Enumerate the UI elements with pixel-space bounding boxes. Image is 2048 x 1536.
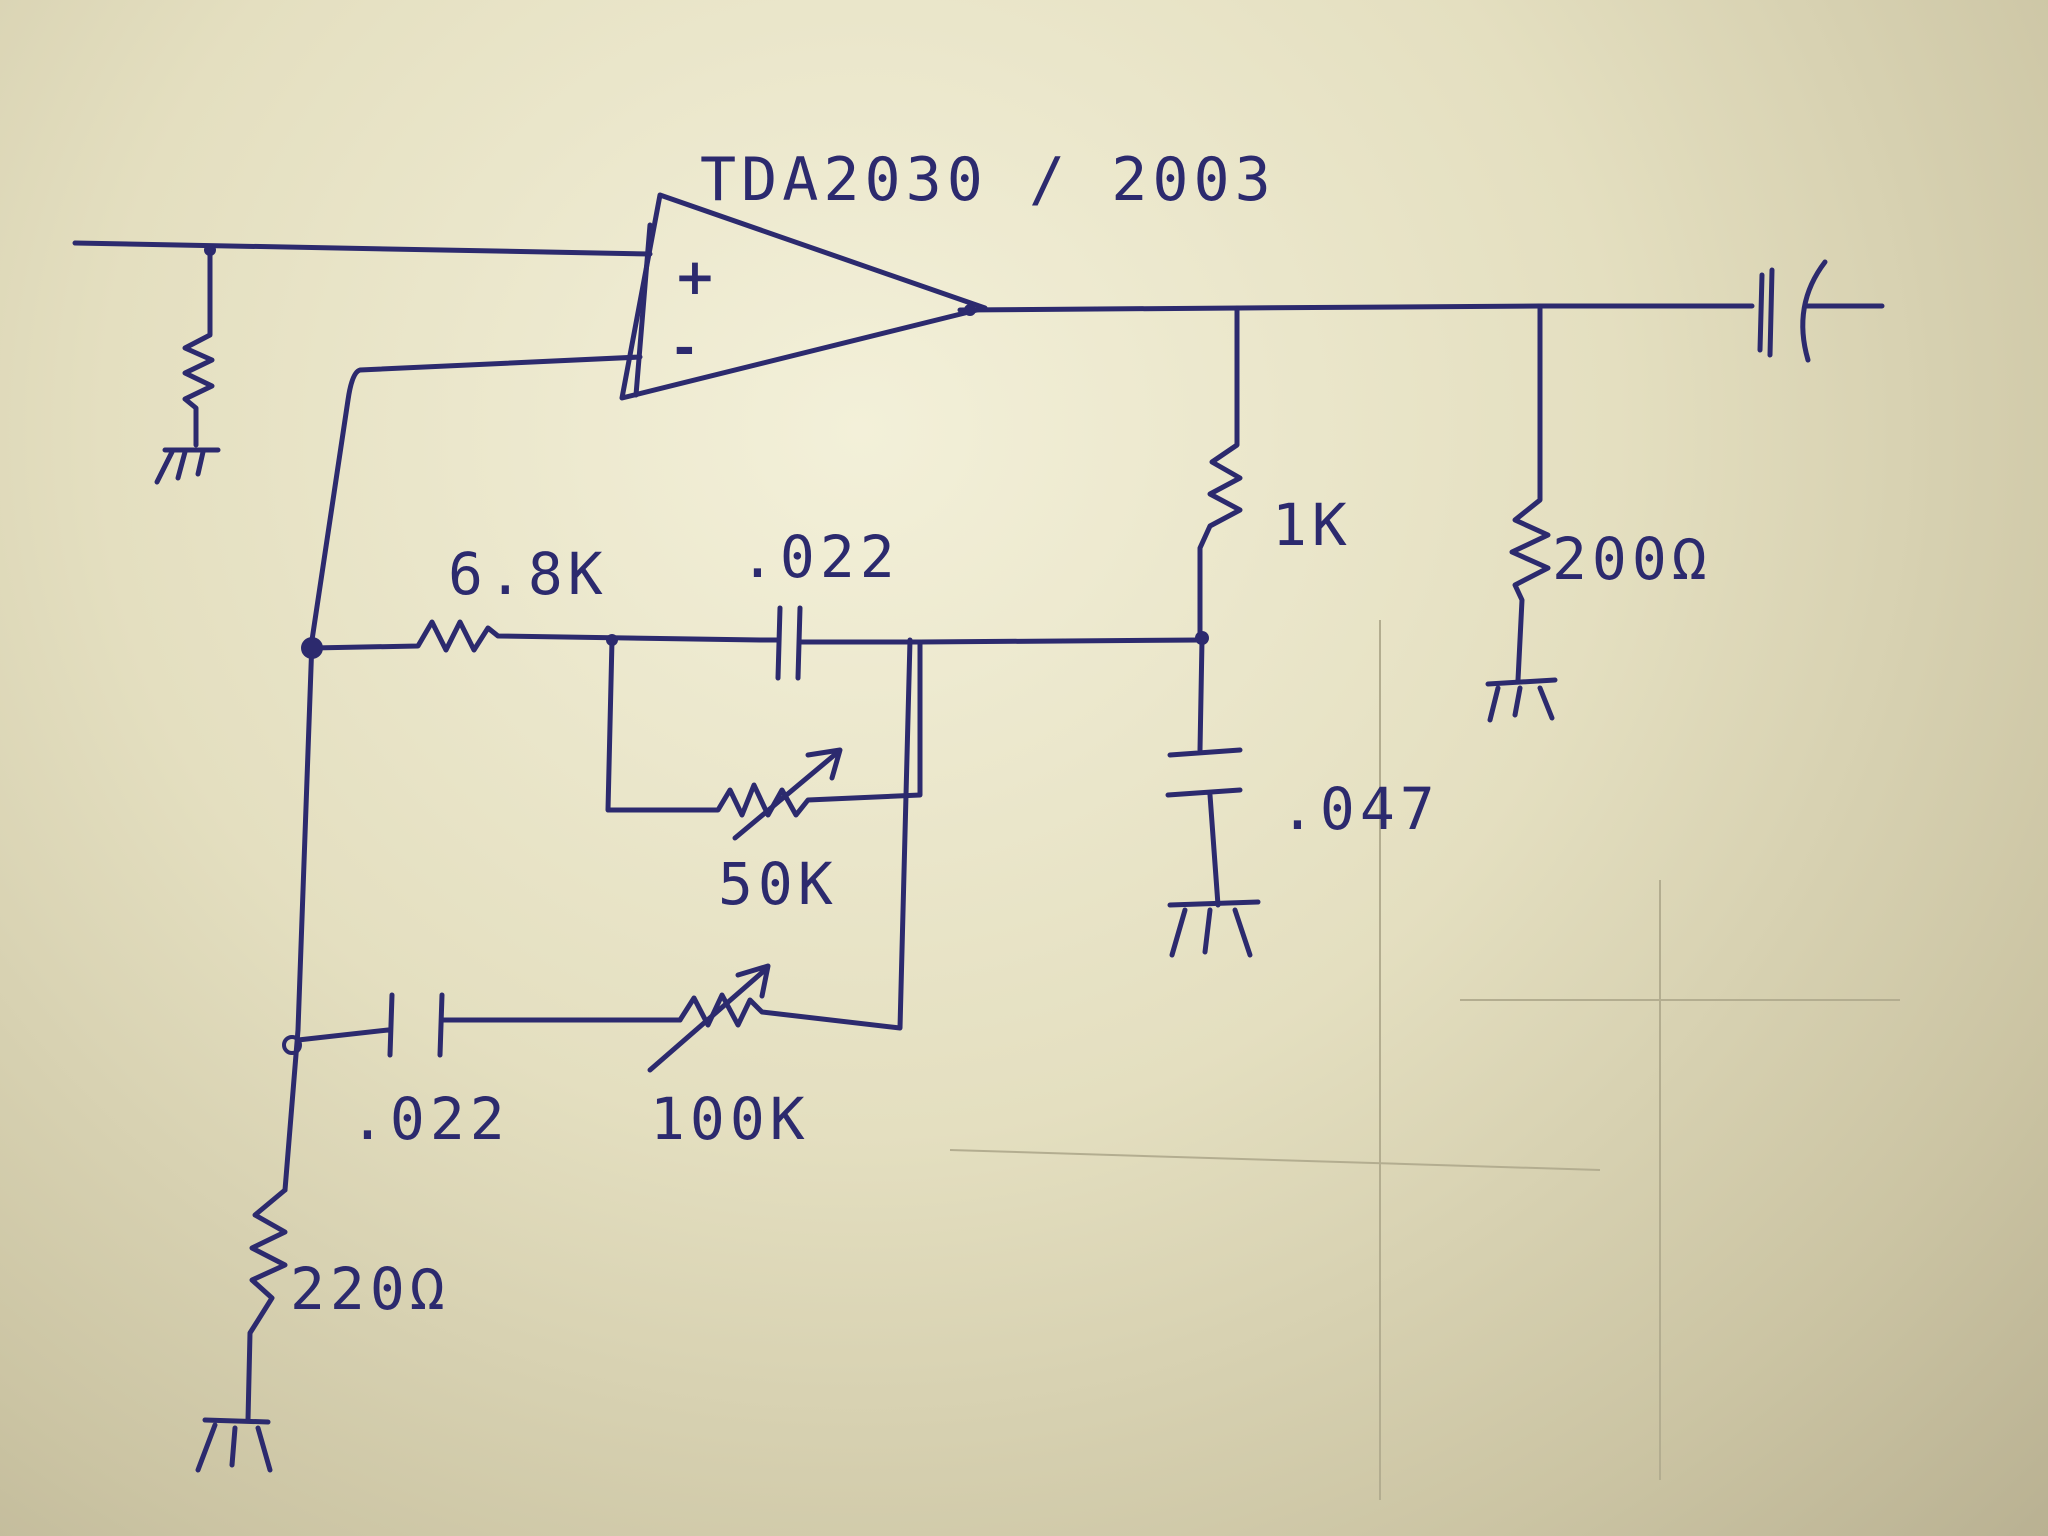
- left-rail: [282, 637, 315, 1193]
- pot-50k: [605, 637, 923, 818]
- capacitor-022-bottom: [295, 992, 683, 1058]
- junction-dot-input: [204, 244, 216, 256]
- junction-dot-feedback-mid: [606, 634, 618, 646]
- ground-symbol-load: [1485, 677, 1558, 723]
- opamp-minus-sign: -: [674, 319, 695, 377]
- pot-100k-arrow: [647, 963, 771, 1073]
- junction-dot-1k-node: [1195, 631, 1209, 645]
- opamp-triangle: [619, 192, 988, 401]
- ground-symbol-047: [1167, 899, 1261, 958]
- label-047: .047: [1280, 775, 1440, 843]
- opamp-input-bar: [633, 222, 653, 398]
- ground-symbol-bottom: [195, 1417, 273, 1473]
- label-6k8: 6.8K: [448, 540, 608, 608]
- input-wire: [72, 240, 653, 257]
- minus-input-wire: [309, 354, 643, 643]
- opamp-plus-sign: +: [674, 248, 716, 306]
- capacitor-022-top: [757, 605, 1203, 681]
- output-capacitor: [1757, 259, 1828, 363]
- label-1k: 1K: [1272, 491, 1352, 559]
- pot-50k-arrow: [732, 747, 843, 841]
- label-022-bottom: .022: [350, 1085, 510, 1153]
- label-200: 200Ω: [1552, 525, 1712, 593]
- resistor-200-load: [1509, 303, 1551, 683]
- pot-100k: [677, 637, 913, 1031]
- label-100k: 100K: [650, 1085, 810, 1153]
- junction-dot-feedback-left: [301, 637, 323, 659]
- output-wire: [957, 303, 1755, 313]
- junction-dot-output: [964, 304, 976, 316]
- label-50k: 50K: [718, 850, 838, 918]
- chip-label: TDA2030 / 2003: [700, 145, 1276, 215]
- label-022-top: .022: [740, 523, 900, 591]
- resistor-220-ground: [245, 1187, 288, 1423]
- resistor-1k: [1197, 305, 1243, 643]
- ground-symbol-input: [154, 447, 221, 485]
- input-resistor: [182, 247, 215, 448]
- capacitor-047: [1165, 637, 1243, 908]
- junction-dot-bottom-left: [282, 1035, 302, 1055]
- label-220: 220Ω: [290, 1255, 450, 1323]
- resistor-6k8: [309, 619, 763, 653]
